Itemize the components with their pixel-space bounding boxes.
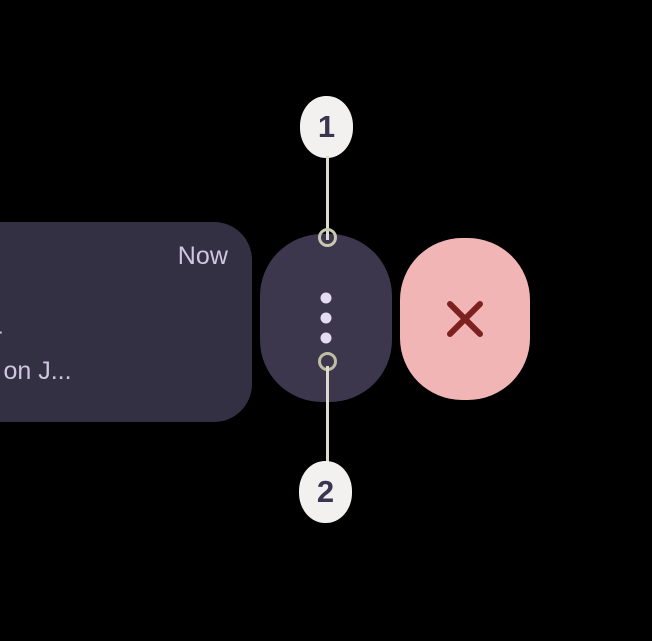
notification-card[interactable]: Now bank der: Your nt is due on J... <box>0 222 252 422</box>
annotation-ring-marker-1 <box>318 228 337 247</box>
three-dots-vertical-icon <box>320 292 332 344</box>
dot-1 <box>320 292 332 304</box>
notification-timestamp: Now <box>177 242 228 270</box>
annotation-badge-2: 2 <box>299 461 352 523</box>
notification-body-text: der: Your nt is due on J... <box>0 323 72 385</box>
close-x-icon <box>447 301 483 337</box>
dismiss-button[interactable] <box>400 238 530 400</box>
annotation-badge-1: 1 <box>300 96 353 158</box>
dot-3 <box>320 332 332 344</box>
annotation-leader-line-1 <box>326 156 329 240</box>
annotation-leader-line-2 <box>326 366 329 464</box>
dot-2 <box>320 312 332 324</box>
